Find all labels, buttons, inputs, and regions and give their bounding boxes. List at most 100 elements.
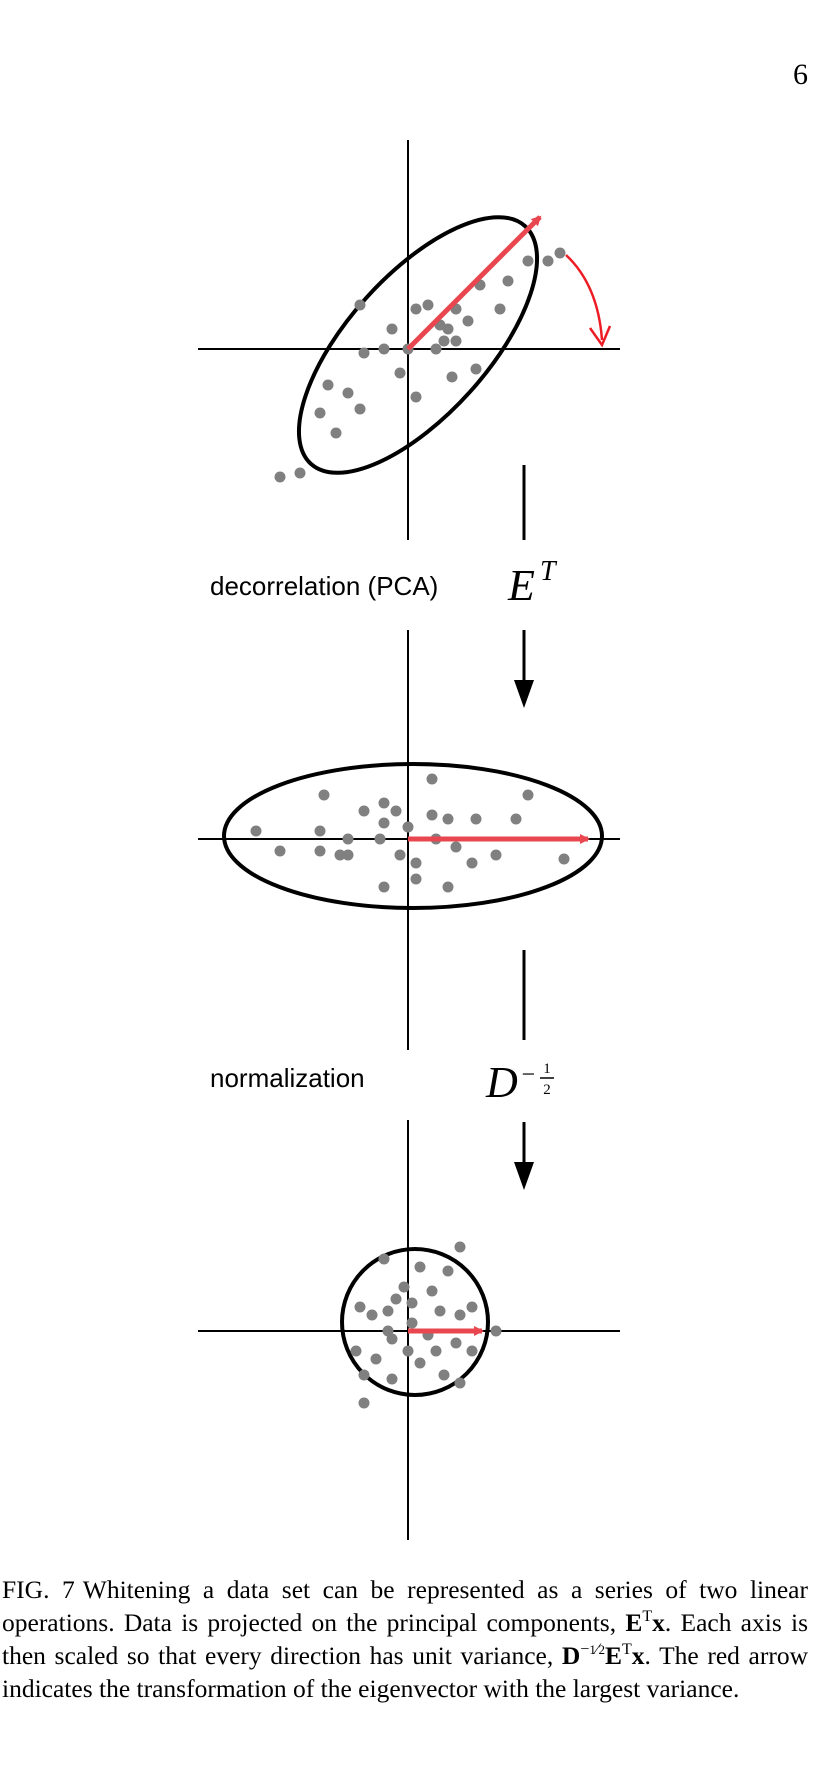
data-point (374, 833, 386, 845)
data-point (370, 1353, 382, 1365)
data-point (554, 247, 566, 259)
whitening-figure: decorrelation (PCA) E T normalization D … (198, 140, 620, 1540)
data-point (422, 299, 434, 311)
data-point (378, 797, 390, 809)
data-point (542, 255, 554, 267)
caption-part-3: . The red arrow indicates the transforma… (2, 1641, 809, 1703)
data-point (466, 1345, 478, 1357)
rotation-arrowhead (588, 325, 612, 348)
svg-text:2: 2 (543, 1082, 551, 1098)
data-point (250, 825, 262, 837)
data-point (342, 387, 354, 399)
data-point (410, 857, 422, 869)
data-point (382, 1305, 394, 1317)
data-point (510, 813, 522, 825)
data-point (406, 1297, 418, 1309)
operator-D-superscript: − (520, 1062, 536, 1088)
data-point (342, 833, 354, 845)
caption-prefix: FIG. 7 (2, 1575, 75, 1604)
data-point (442, 881, 454, 893)
data-point (522, 789, 534, 801)
transform-arrowhead (514, 1162, 534, 1190)
data-point (322, 379, 334, 391)
caption-part-2: . Each axis is then scaled so that every… (2, 1608, 808, 1670)
caption-math-E-2: E (604, 1641, 622, 1670)
data-point (318, 789, 330, 801)
data-point (490, 1325, 502, 1337)
data-point (314, 825, 326, 837)
data-point (446, 371, 458, 383)
caption-math-D-superscript: −1⁄2 (580, 1641, 605, 1658)
data-point (378, 817, 390, 829)
data-point (274, 471, 286, 483)
step-decorrelation: decorrelation (PCA) E T (210, 465, 558, 1050)
normalization-label: normalization (210, 1063, 365, 1093)
data-point (426, 1285, 438, 1297)
data-point (466, 1301, 478, 1313)
panel-whitened-data (198, 1241, 620, 1409)
data-ellipse (296, 215, 540, 475)
data-point (390, 1293, 402, 1305)
data-ellipse (222, 762, 604, 910)
data-point (402, 821, 414, 833)
data-point (358, 805, 370, 817)
data-point (434, 1305, 446, 1317)
data-point (358, 1369, 370, 1381)
data-point (470, 363, 482, 375)
data-point (454, 1241, 466, 1253)
caption-math-x: x (652, 1608, 665, 1637)
data-point (358, 347, 370, 359)
data-point (390, 805, 402, 817)
rotation-arrow (565, 254, 604, 341)
data-point (454, 1309, 466, 1321)
data-point (414, 1261, 426, 1273)
data-point (466, 857, 478, 869)
data-point (430, 1345, 442, 1357)
data-point (402, 1345, 414, 1357)
data-point (442, 323, 454, 335)
data-point (450, 335, 462, 347)
data-point (414, 1357, 426, 1369)
data-point (378, 1253, 390, 1265)
transform-arrowhead (514, 680, 534, 708)
data-point (294, 467, 306, 479)
panel-original-data (198, 140, 620, 540)
data-point (394, 849, 406, 861)
caption-math-E-2-superscript: T (622, 1641, 632, 1658)
data-point (442, 1265, 454, 1277)
data-point (558, 853, 570, 865)
caption-math-E: E (625, 1608, 643, 1637)
data-point (350, 1345, 362, 1357)
data-point (410, 391, 422, 403)
data-points (350, 1241, 502, 1409)
data-point (490, 849, 502, 861)
data-point (354, 299, 366, 311)
data-point (410, 873, 422, 885)
data-point (406, 1317, 418, 1329)
data-point (354, 403, 366, 415)
data-point (410, 303, 422, 315)
data-points (274, 247, 566, 483)
svg-text:1: 1 (543, 1061, 551, 1077)
data-point (454, 1377, 466, 1389)
data-point (450, 1337, 462, 1349)
data-point (386, 1373, 398, 1385)
data-point (334, 849, 346, 861)
caption-part-1: Whitening a data set can be represented … (2, 1575, 808, 1637)
data-point (358, 1397, 370, 1409)
page-number: 6 (793, 58, 808, 91)
decorrelation-label: decorrelation (PCA) (210, 571, 438, 601)
operator-D-fraction: 1 2 (540, 1061, 554, 1098)
operator-E: E (507, 561, 535, 610)
data-point (386, 1333, 398, 1345)
data-point (330, 427, 342, 439)
data-circle (340, 1247, 490, 1397)
data-point (366, 1309, 378, 1321)
caption-math-E-superscript: T (642, 1608, 653, 1625)
data-point (394, 367, 406, 379)
data-point (522, 255, 534, 267)
data-point (378, 343, 390, 355)
data-point (502, 275, 514, 287)
data-point (438, 1369, 450, 1381)
data-point (430, 343, 442, 355)
